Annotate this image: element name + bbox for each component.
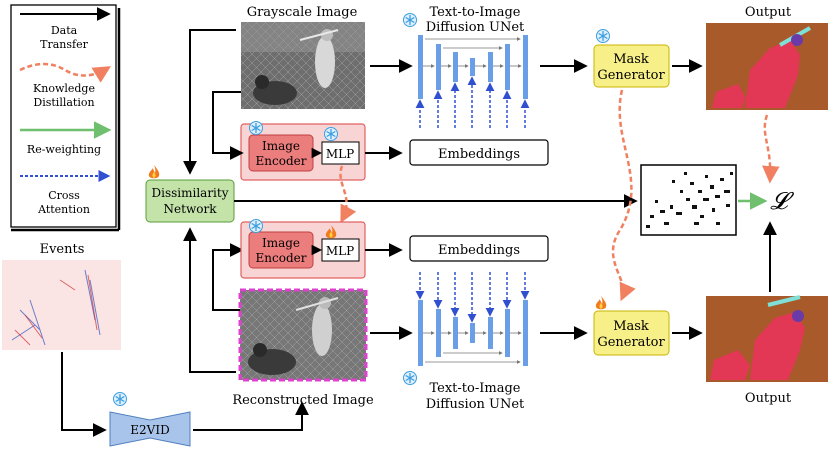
dissimilarity-label-1: Dissimilarity bbox=[152, 186, 229, 200]
output-top-label: Output bbox=[745, 5, 792, 20]
e2vid-label: E2VID bbox=[130, 423, 169, 437]
embeddings-bottom: Embeddings bbox=[409, 235, 549, 262]
encoder-top-snowflake-icon bbox=[248, 120, 264, 136]
unet-top bbox=[415, 35, 530, 128]
output-bottom-label: Output bbox=[745, 391, 792, 406]
mlp-top-label: MLP bbox=[326, 147, 354, 161]
mask-generator-top-label-2: Generator bbox=[597, 68, 665, 83]
unet-bottom bbox=[415, 272, 530, 366]
legend-cross-attention-label-2: Attention bbox=[37, 203, 90, 216]
mask-generator-bottom-flame-icon bbox=[595, 296, 607, 310]
legend-data-transfer-label-2: Transfer bbox=[40, 38, 88, 51]
legend-knowledge-distillation-label-1: Knowledge bbox=[33, 82, 95, 95]
dissimilarity-flame-icon bbox=[148, 165, 160, 179]
e2vid-block: E2VID bbox=[109, 411, 191, 447]
unet-top-label-2: Diffusion UNet bbox=[426, 20, 525, 35]
mask-generator-top-label-1: Mask bbox=[613, 52, 649, 67]
reconstructed-image-label: Reconstructed Image bbox=[232, 393, 374, 408]
output-top-image bbox=[706, 23, 828, 110]
mask-generator-bottom: Mask Generator bbox=[593, 310, 670, 356]
grayscale-image-label: Grayscale Image bbox=[247, 5, 358, 20]
e2vid-snowflake-icon bbox=[112, 391, 128, 407]
image-encoder-bottom-label-2: Encoder bbox=[256, 251, 307, 265]
image-encoder-bottom-label-1: Image bbox=[262, 236, 300, 250]
embeddings-top-label: Embeddings bbox=[438, 147, 520, 162]
image-encoder-top-label-1: Image bbox=[262, 139, 300, 153]
reconstructed-image bbox=[238, 288, 368, 382]
dissimilarity-label-2: Network bbox=[164, 202, 218, 216]
events-label: Events bbox=[40, 242, 85, 257]
weight-map bbox=[640, 164, 737, 236]
mask-generator-top: Mask Generator bbox=[593, 44, 670, 88]
legend-knowledge-distillation-label-2: Distillation bbox=[33, 96, 94, 109]
unet-bottom-label-1: Text-to-Image bbox=[430, 381, 521, 396]
grayscale-image bbox=[241, 22, 365, 109]
legend-cross-attention-label-1: Cross bbox=[48, 189, 80, 202]
mask-generator-bottom-label-2: Generator bbox=[597, 335, 665, 350]
unet-top-snowflake-icon bbox=[402, 12, 418, 28]
output-bottom-image bbox=[706, 295, 828, 382]
unet-bottom-snowflake-icon bbox=[402, 370, 418, 386]
events-image bbox=[2, 260, 121, 350]
legend: Data Transfer Knowledge Distillation Re-… bbox=[10, 4, 121, 232]
mask-generator-bottom-label-1: Mask bbox=[613, 319, 649, 334]
legend-reweighting-label: Re-weighting bbox=[27, 143, 101, 156]
loss-symbol: 𝓛 bbox=[770, 187, 794, 215]
unet-top-label-1: Text-to-Image bbox=[430, 5, 521, 20]
mlp-top-snowflake-icon bbox=[323, 126, 339, 142]
legend-data-transfer-label-1: Data bbox=[51, 24, 78, 37]
image-encoder-top-label-2: Encoder bbox=[256, 154, 307, 168]
dissimilarity-network: Dissimilarity Network bbox=[145, 179, 235, 223]
mask-generator-top-snowflake-icon bbox=[595, 28, 611, 44]
encoder-bottom-snowflake-icon bbox=[248, 218, 264, 234]
mlp-bottom-label: MLP bbox=[326, 244, 354, 258]
unet-bottom-label-2: Diffusion UNet bbox=[426, 397, 525, 412]
embeddings-bottom-label: Embeddings bbox=[438, 243, 520, 258]
embeddings-top: Embeddings bbox=[409, 139, 549, 166]
